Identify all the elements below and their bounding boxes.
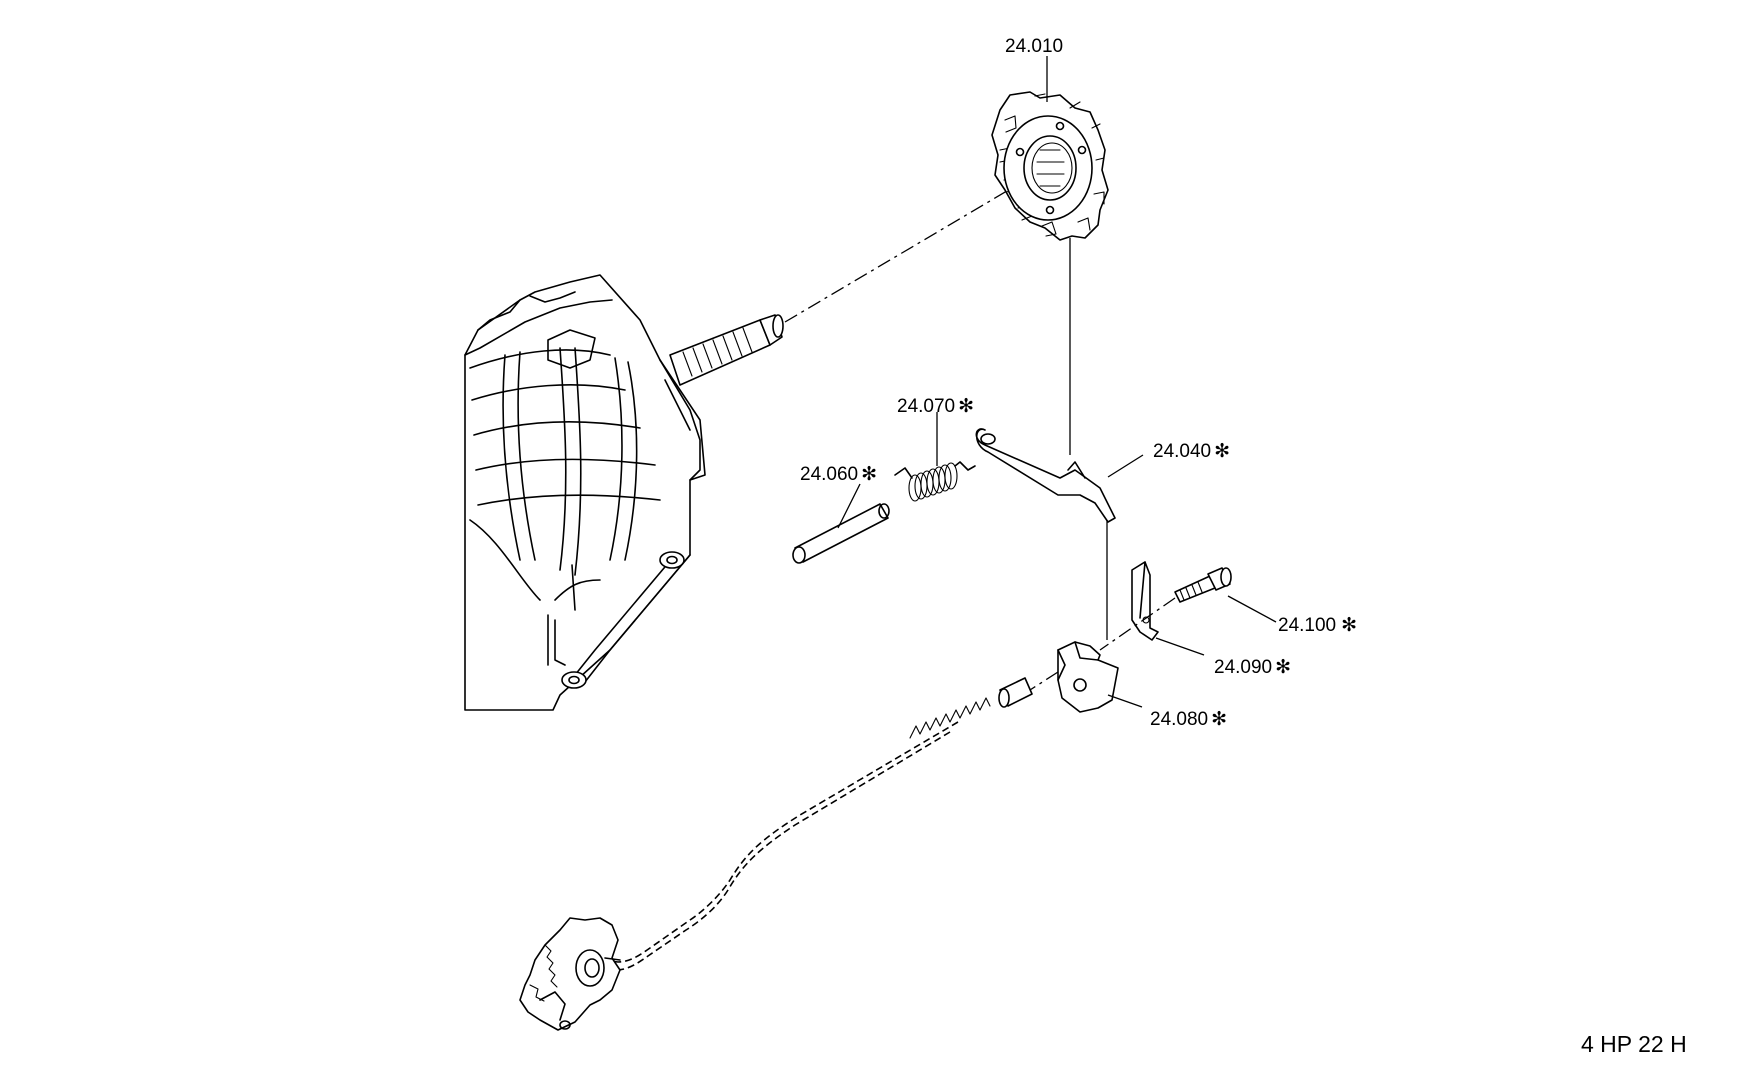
part-labels: 24.010 24.070✻ 24.060✻ 24.040✻ 24.100✻ 2… [800, 36, 1357, 730]
leader-lines [837, 56, 1277, 708]
part-label-24-080: 24.080✻ [1150, 709, 1227, 730]
part-label-24-040: 24.040✻ [1153, 441, 1230, 462]
part-label-24-100: 24.100✻ [1278, 615, 1357, 636]
selector-rod-drawing [599, 671, 1059, 971]
parking-gear-drawing [991, 91, 1109, 241]
parking-pawl-drawing [975, 428, 1116, 523]
assembly-axis-line [784, 187, 1013, 323]
detent-segment-drawing [519, 917, 621, 1031]
bracket-drawing [1131, 561, 1159, 641]
part-label-24-070: 24.070✻ [897, 396, 974, 417]
transmission-model-code: 4 HP 22 H [1581, 1031, 1687, 1057]
transmission-housing-drawing [464, 274, 784, 711]
bolt-drawing [1174, 567, 1232, 603]
part-label-24-090: 24.090✻ [1214, 657, 1291, 678]
rod-block-drawing [1057, 641, 1119, 713]
part-label-24-010: 24.010 [1005, 36, 1063, 57]
part-label-24-060: 24.060✻ [800, 464, 877, 485]
spring-drawing [894, 461, 976, 502]
pin-drawing [792, 503, 890, 564]
